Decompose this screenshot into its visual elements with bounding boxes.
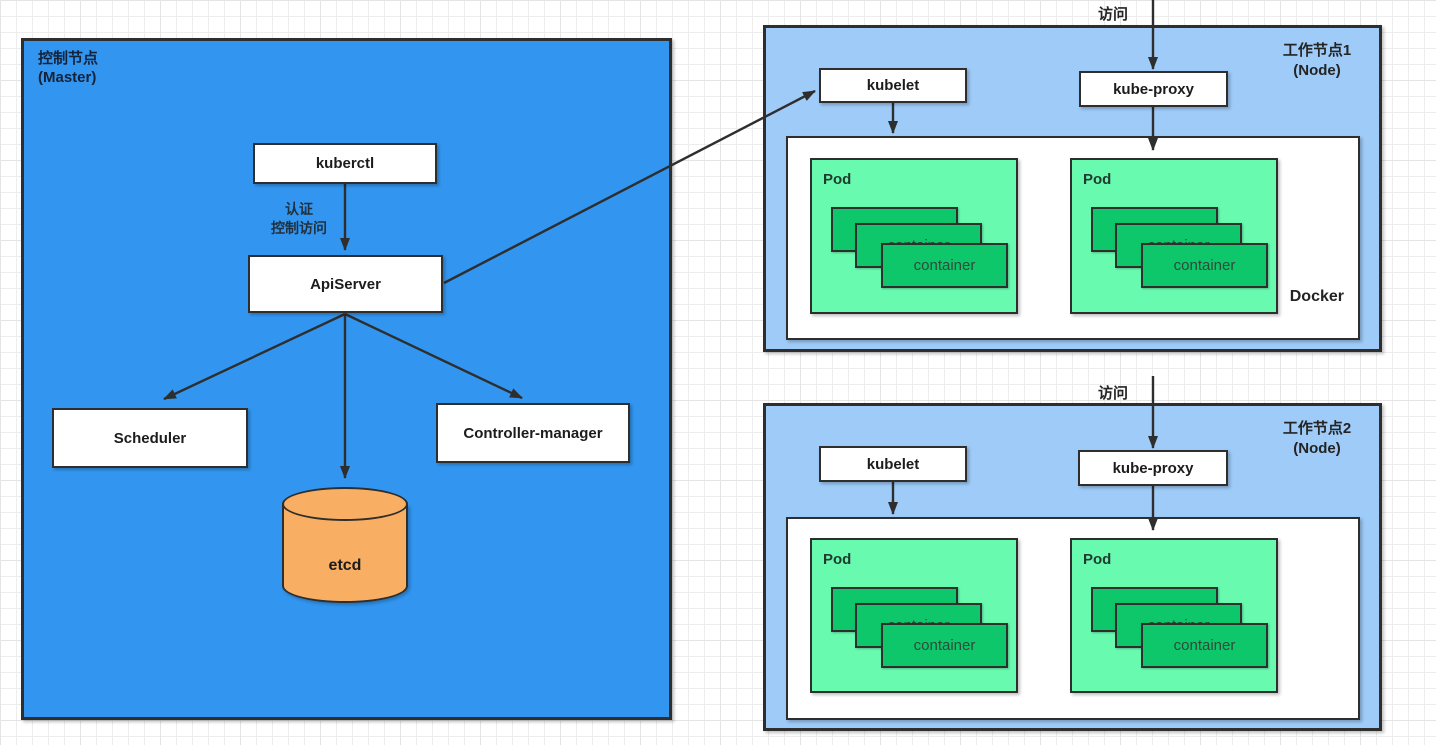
etcd-label: etcd: [328, 557, 362, 574]
master-title-line2: (Master): [38, 69, 97, 86]
controller-manager-label: Controller-manager: [463, 424, 603, 442]
kuberctl-box: kuberctl: [253, 143, 437, 184]
apiserver-label: ApiServer: [310, 275, 381, 293]
scheduler-box: Scheduler: [52, 408, 248, 468]
access-label-node1: 访问: [1098, 6, 1129, 23]
container-label: container: [1173, 257, 1236, 274]
worker-node1-title-line2: (Node): [1293, 62, 1341, 79]
pod-box: Pod container container container: [810, 538, 1018, 693]
docker-label: Docker: [1289, 288, 1344, 305]
master-title: 控制节点 (Master): [38, 49, 98, 87]
pod-label: Pod: [823, 171, 852, 188]
pod-box: Pod container container container: [1070, 158, 1278, 314]
kubelet-label: kubelet: [866, 77, 920, 94]
container-label: container: [913, 257, 976, 274]
pod-label: Pod: [1083, 551, 1112, 568]
container-box: container: [881, 243, 1008, 288]
container-box: container: [1141, 243, 1268, 288]
auth-label-line2: 控制访问: [271, 220, 327, 236]
kubelet-box-node1: kubelet: [819, 68, 967, 103]
container-label: container: [913, 637, 976, 654]
pod-label: Pod: [1083, 171, 1112, 188]
controller-manager-box: Controller-manager: [436, 403, 630, 463]
pod-label: Pod: [823, 551, 852, 568]
apiserver-box: ApiServer: [248, 255, 443, 313]
worker-node2-title-line1: 工作节点2: [1282, 420, 1352, 437]
container-label: container: [1173, 637, 1236, 654]
access-label-node2: 访问: [1098, 385, 1129, 402]
auth-label-line1: 认证: [285, 201, 313, 217]
kube-proxy-box-node2: kube-proxy: [1078, 450, 1228, 486]
master-title-line1: 控制节点: [38, 50, 99, 67]
kubelet-label: kubelet: [866, 455, 920, 473]
master-box: 控制节点 (Master): [21, 38, 672, 720]
auth-label: 认证 控制访问: [251, 200, 347, 238]
container-box: container: [881, 623, 1008, 668]
worker-node2-title: 工作节点2 (Node): [1262, 419, 1372, 459]
worker-node1-title: 工作节点1 (Node): [1262, 41, 1372, 81]
pod-box: Pod container container container: [1070, 538, 1278, 693]
kuberctl-label: kuberctl: [315, 155, 375, 172]
worker-node2-title-line2: (Node): [1293, 440, 1341, 457]
kube-proxy-label: kube-proxy: [1113, 80, 1194, 98]
kubelet-box-node2: kubelet: [819, 446, 967, 482]
worker-node1-title-line1: 工作节点1: [1282, 42, 1352, 59]
kube-proxy-box-node1: kube-proxy: [1079, 71, 1228, 107]
scheduler-label: Scheduler: [113, 429, 187, 447]
container-box: container: [1141, 623, 1268, 668]
kube-proxy-label: kube-proxy: [1112, 459, 1194, 477]
pod-box: Pod container container container: [810, 158, 1018, 314]
etcd-cylinder-top: [282, 487, 408, 521]
